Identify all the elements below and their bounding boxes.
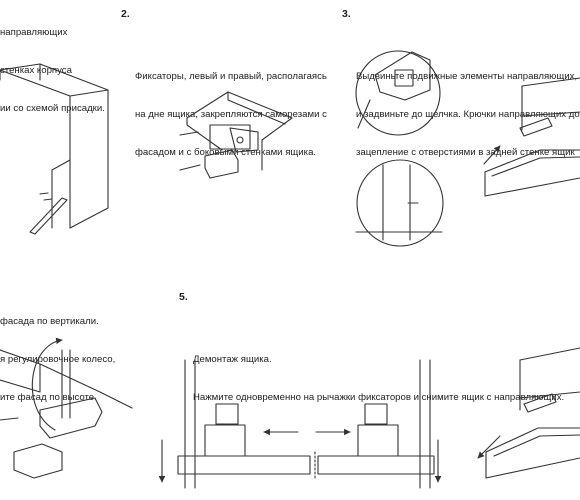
detail-circle-top [355,50,441,136]
step-1-text: направляющих стенках корпуса ии со схемо… [0,2,105,128]
step-3-number: 3. [342,8,351,20]
drawer-guide [29,197,68,235]
step-2-line-2: на дне ящика, закрепляются саморезами с [135,108,327,120]
step-2-line-1: Фиксаторы, левый и правый, располагаясь [135,70,327,82]
step-4-line-2: я регулировочное колесо, [0,353,116,365]
arrow-pull-icon [477,435,501,459]
step-1-line-2: стенках корпуса [0,64,72,76]
figure-3-drawer [355,50,580,247]
step-4-line-1: фасада по вертикали. [0,316,99,328]
figure-2-fixator [179,91,293,179]
step-1-line-1: направляющих [0,27,68,39]
detail-circle-bottom [356,159,444,247]
step-2-number: 2. [121,8,130,20]
step-1-line-3: ии со схемой присадки. [0,102,105,114]
step-4-text: фасада по вертикали. я регулировочное ко… [0,291,115,417]
step-4-line-3: ите фасад по высоте. [0,391,97,403]
arrow-push-icon [483,145,501,165]
figure-4-adjust [0,337,133,479]
figure-5-dismantle [158,347,580,489]
step-5-line-1: Демонтаж ящика. [193,353,272,365]
step-3-text: 3. Выдвиньте подвижные элементы направля… [342,8,580,197]
step-5-number: 5. [179,291,188,303]
rotate-arrow-icon [31,337,63,431]
figure-1-cabinet [0,63,109,235]
step-3-line-2: и задвиньте до щелчка. Крючки направляющ… [356,108,580,120]
step-3-line-1: Выдвиньте подвижные элементы направляющи… [356,70,578,82]
